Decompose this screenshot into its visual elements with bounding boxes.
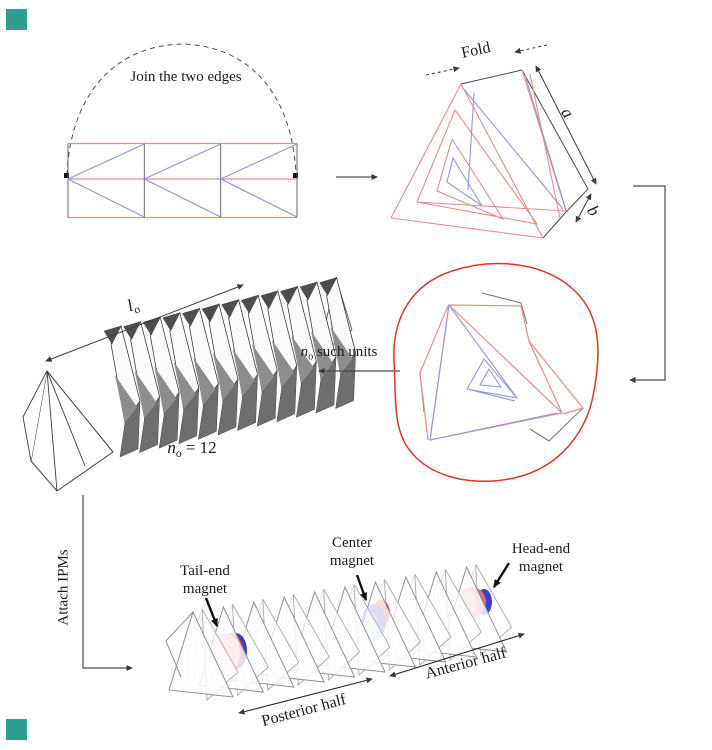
attach-ipms-label: Attach IPMs [55,549,72,626]
dim-b-line [575,193,592,223]
n-such-units-label: no such units [300,344,378,363]
collapsed-unit-figure [393,262,599,482]
elbow-connector-right [629,185,666,383]
head-magnet-arrow [492,562,511,589]
stack-end-cap [22,369,114,492]
robot-left-flap [165,611,194,678]
fold-arrow-right [514,44,548,54]
corner-marker-bottom [6,719,27,740]
edge-dot-right [293,173,298,178]
dim-lo-line [45,284,244,362]
anterior-arrow [389,632,525,678]
center-magnet-arrow [355,574,368,602]
folded-unit-figure [390,69,589,239]
hand-drawn-circle [393,262,599,482]
n-equals-12-label: no = 12 [167,438,217,461]
join-edges-caption: Join the two edges [130,69,242,85]
attach-elbow-connector [82,495,133,671]
crease-pattern-figure [64,43,298,219]
join-edges-arc [66,43,297,176]
posterior-arrow [238,677,373,715]
edge-dot-left [64,173,69,178]
fold-arrow-left [425,66,460,76]
dim-a-line [535,65,597,185]
tail-magnet-arrow [204,597,219,628]
corner-marker-top [6,9,27,30]
